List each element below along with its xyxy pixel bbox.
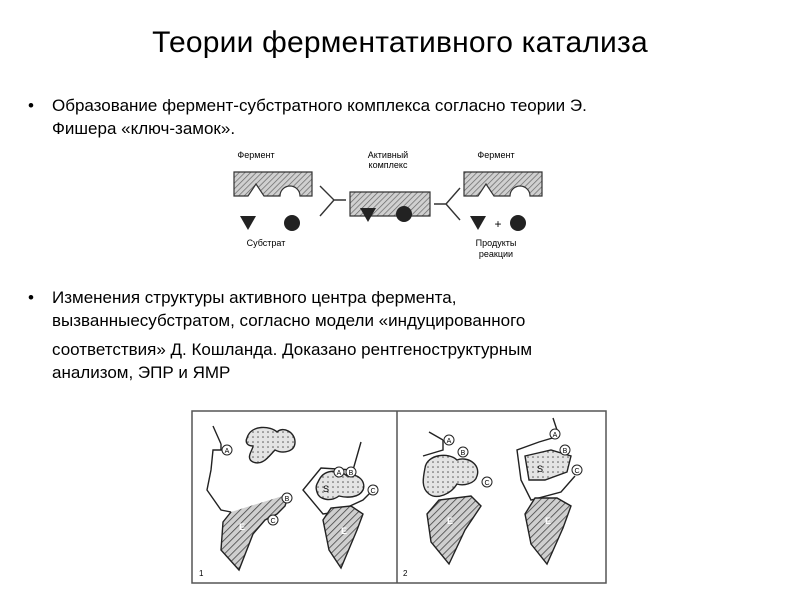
bullet-line: соответствия» Д. Кошланда. Доказано рент… — [52, 340, 533, 359]
panel2-label-A2: A — [553, 432, 558, 439]
panel1-complex-enzyme — [322, 505, 364, 570]
page-title: Теории ферментативного катализа — [152, 26, 648, 59]
label-active-complex-1: Активный — [368, 150, 408, 160]
panel2-label-C2: C — [574, 468, 579, 475]
label-products-1: Продукты — [476, 238, 517, 248]
bullet-marker: • — [28, 96, 34, 115]
bullet-line: вызванныесубстратом, согласно модели «ин… — [52, 311, 526, 330]
panel-1-number: 1 — [199, 569, 204, 578]
bullet-line: Фишера «ключ-замок». — [52, 119, 236, 138]
induced-fit-diagram: 1 A E C B S A B C E 2 A B C E S A B C E — [191, 410, 607, 584]
panel1-label-B1: B — [285, 496, 290, 503]
panel2-label-E2: E — [545, 516, 551, 526]
bullet-text: Изменения структуры активного центра фер… — [52, 286, 772, 384]
lock-and-key-diagram: Фермент Активный комплекс Фермент Субстр… — [233, 150, 543, 259]
label-active-complex-2: комплекс — [369, 160, 408, 170]
panel2-complex-substrate — [524, 449, 572, 481]
panel1-label-A2: A — [337, 470, 342, 477]
panel1-label-E2: E — [341, 526, 347, 536]
panel1-label-S2: S — [323, 484, 329, 494]
label-substrate: Субстрат — [247, 238, 286, 248]
product-triangle — [470, 216, 486, 230]
complex-circle — [396, 206, 412, 222]
substrate-triangle — [240, 216, 256, 230]
panel2-label-B1: B — [461, 450, 466, 457]
bullet-line: Изменения структуры активного центра фер… — [52, 288, 457, 307]
panel1-label-B2: B — [349, 470, 354, 477]
panel1-label-C2: C — [370, 488, 375, 495]
panel2-label-S: S — [537, 464, 543, 474]
panel2-complex-enzyme — [524, 497, 572, 566]
enzyme-right-shape — [463, 171, 543, 197]
label-products-2: реакции — [479, 249, 513, 259]
bullet-line: анализом, ЭПР и ЯМР — [52, 363, 231, 382]
bullet-marker: • — [28, 288, 34, 307]
panel1-label-E1: E — [239, 522, 245, 532]
panel1-label-A1: A — [225, 448, 230, 455]
arrow-out — [434, 187, 461, 221]
panel1-free-enzyme-chain — [206, 425, 232, 513]
panel2-label-B2: B — [563, 448, 568, 455]
label-enzyme-left: Фермент — [237, 150, 274, 160]
panel-2-number: 2 — [403, 569, 408, 578]
label-enzyme-right: Фермент — [477, 150, 514, 160]
bullet-line: Образование фермент-субстратного комплек… — [52, 96, 587, 115]
enzyme-left-shape — [233, 171, 313, 197]
arrow-in — [319, 185, 346, 217]
panel2-free-enzyme — [426, 495, 482, 566]
panel2-label-A1: A — [447, 438, 452, 445]
panel2-label-C1: C — [484, 480, 489, 487]
panel1-free-enzyme — [220, 493, 290, 572]
panel1-complex-substrate — [315, 470, 365, 501]
panel2-label-E1: E — [447, 516, 453, 526]
substrate-circle — [284, 215, 300, 231]
panel2-free-substrate — [422, 454, 479, 498]
bullet-text: Образование фермент-субстратного комплек… — [52, 94, 772, 140]
complex-triangle — [360, 208, 376, 222]
product-circle — [510, 215, 526, 231]
panel1-label-C1: C — [270, 518, 275, 525]
panel2-free-chain — [422, 431, 444, 457]
complex-enzyme-shape — [349, 191, 431, 217]
panel1-free-substrate — [245, 426, 296, 464]
plus-sign: + — [494, 217, 501, 231]
